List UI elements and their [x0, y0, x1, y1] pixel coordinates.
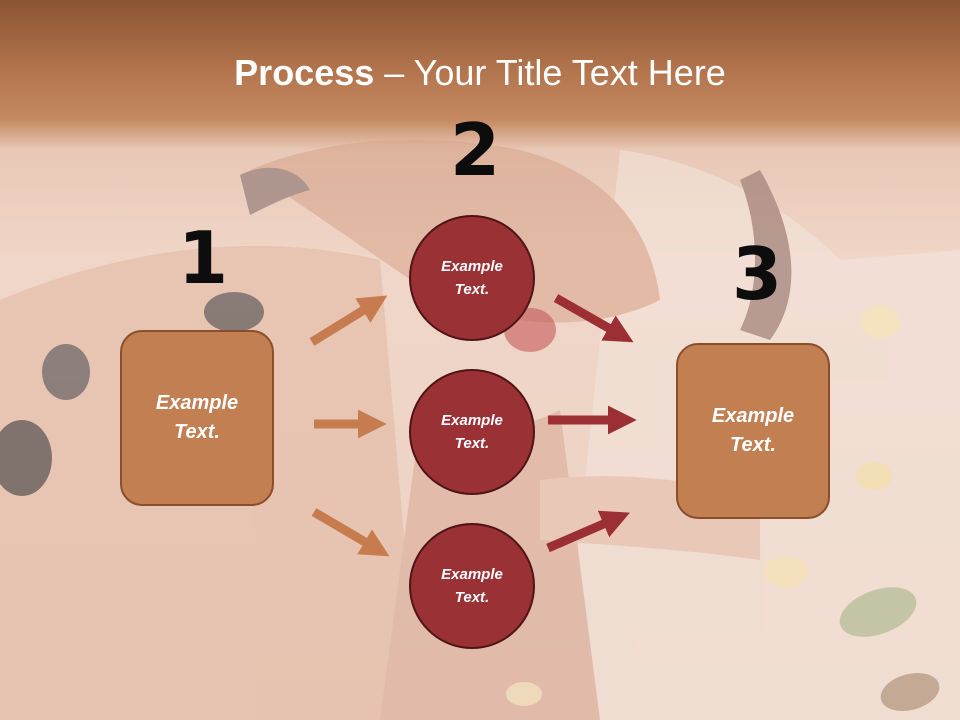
- circle-bottom-line2: Text.: [454, 589, 490, 606]
- step-3-box-line2: Text.: [730, 434, 776, 456]
- circle-middle-line2: Text.: [454, 435, 490, 452]
- circle-top-line2: Text.: [454, 281, 490, 298]
- step-1-box-line1: Example: [155, 392, 239, 414]
- slide-title: Process – Your Title Text Here: [0, 52, 960, 94]
- step-number-1: 1: [178, 216, 229, 300]
- circle-bottom-line1: Example: [441, 566, 503, 583]
- arrow-box1-to-circle-bottom: [311, 508, 390, 557]
- arrow-circle-bottom-to-box3: [546, 510, 630, 553]
- circle-top-line1: Example: [441, 258, 503, 275]
- step-1-box-line2: Text.: [174, 421, 220, 443]
- step-number-3: 3: [732, 232, 783, 316]
- step-2-circle-bottom: Example Text.: [409, 523, 535, 649]
- circle-middle-line1: Example: [441, 412, 503, 429]
- title-rest: – Your Title Text Here: [374, 52, 726, 93]
- title-bold: Process: [234, 52, 375, 93]
- step-3-box-line1: Example: [711, 405, 795, 427]
- step-1-box: Example Text.: [120, 330, 274, 506]
- step-3-box: Example Text.: [676, 343, 830, 519]
- step-number-2: 2: [450, 108, 501, 192]
- step-2-circle-top: Example Text.: [409, 215, 535, 341]
- arrow-box1-to-circle-top: [309, 295, 388, 346]
- step-2-circle-middle: Example Text.: [409, 369, 535, 495]
- arrow-circle-top-to-box3: [553, 294, 634, 343]
